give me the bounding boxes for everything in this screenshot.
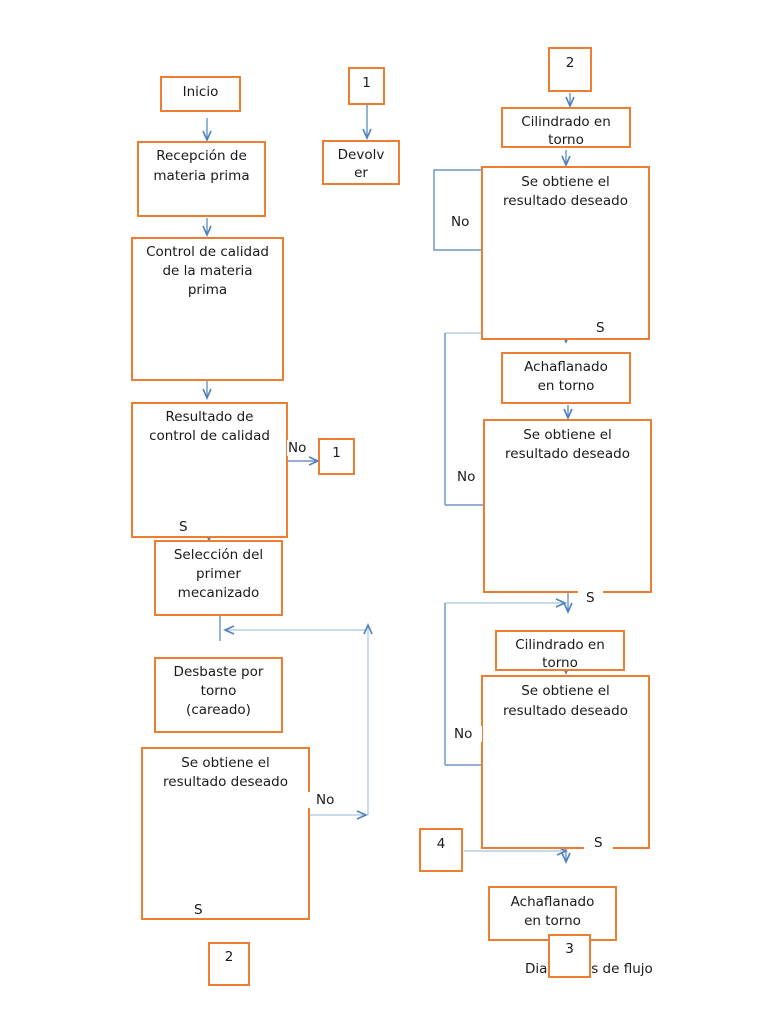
turning-2-line-1: Cilindrado en [515,637,605,653]
connector-3-label: 3 [565,941,574,957]
chamfer-1-decision-line-2: resultado deseado [505,446,630,462]
turning-2-decision-line-2: resultado deseado [503,703,628,719]
selection-line-3: mecanizado [177,585,260,601]
turning-1-line-2: torno [548,132,584,148]
qc-no-label: No [287,440,308,456]
chamfer-1-no-label: No [457,469,484,485]
selection-line-1: Selección del [173,547,264,563]
facing-node: Desbaste por torno (careado) [154,657,283,733]
connector-2-in-label: 2 [565,55,575,71]
turning-2-node: Cilindrado en torno [495,630,625,671]
turning-1-decision-line-2: resultado deseado [503,193,628,209]
chamfer-1-line-1: Achaflanado [524,359,608,375]
quality-control-line-1: Control de calidad [146,244,269,260]
facing-decision: Se obtiene el resultado deseado [141,747,310,920]
facing-line-2: torno [200,683,237,699]
turning-2-decision: Se obtiene el resultado deseado [481,675,650,849]
quality-control-node: Control de calidad de la materia prima [131,237,284,381]
turning-2-line-2: torno [542,655,578,671]
connector-2-out-label: 2 [224,949,234,965]
connector-1-out-label: 1 [332,445,341,461]
turning-1-yes-label: S [586,320,615,336]
connector-2-in: 2 [548,47,592,92]
qc-result-decision: Resultado de control de calidad [131,402,288,538]
turning-1-node: Cilindrado en torno [501,107,631,148]
chamfer-1-decision-line-1: Se obtiene el [523,427,612,443]
facing-no-label: No [304,792,347,808]
connector-4: 4 [419,828,463,872]
turning-1-decision: Se obtiene el resultado deseado [481,166,650,340]
chamfer-2-line-2: en torno [524,913,581,929]
quality-control-line-2: de la materia [162,263,253,279]
start-node: Inicio [160,76,241,112]
turning-2-no-label: No [454,726,483,742]
selection-line-2: primer [196,566,241,582]
reception-line-2: materia prima [153,168,250,184]
connector-1-in: 1 [348,67,385,105]
turning-1-line-1: Cilindrado en [521,114,611,130]
quality-control-line-3: prima [187,282,228,298]
chamfer-2-line-1: Achaflanado [510,894,595,910]
selection-node: Selección del primer mecanizado [154,540,283,616]
qc-result-line-2: control de calidad [149,428,270,444]
start-label: Inicio [182,84,219,100]
qc-yes-label: S [178,519,189,535]
reception-node: Recepción de materia prima [137,141,266,217]
return-line-2: er [354,165,368,181]
chamfer-1-decision: Se obtiene el resultado deseado [483,419,652,593]
turning-1-no-label: No [447,214,478,230]
chamfer-1-node: Achaflanado en torno [501,352,631,404]
facing-line-1: Desbaste por [173,664,264,680]
qc-result-line-1: Resultado de [165,409,254,425]
connector-4-label: 4 [436,836,446,852]
return-node: Devolv er [322,140,400,185]
facing-line-3: (careado) [186,702,251,718]
turning-1-decision-line-1: Se obtiene el [521,174,610,190]
chamfer-1-yes-label: S [578,590,603,606]
reception-line-1: Recepción de [156,148,247,164]
facing-decision-line-2: resultado deseado [163,774,288,790]
chamfer-2-node: Achaflanado en torno [488,886,617,941]
chamfer-1-line-2: en torno [537,378,595,394]
return-line-1: Devolv [337,147,385,163]
connector-1-in-label: 1 [362,75,371,91]
connector-2-out: 2 [208,942,250,986]
turning-2-yes-label: S [584,835,613,851]
facing-yes-label: S [192,902,211,918]
connector-3: 3 [548,934,591,978]
connector-1-out: 1 [318,438,355,475]
turning-2-decision-line-1: Se obtiene el [521,683,610,699]
facing-decision-line-1: Se obtiene el [181,755,270,771]
